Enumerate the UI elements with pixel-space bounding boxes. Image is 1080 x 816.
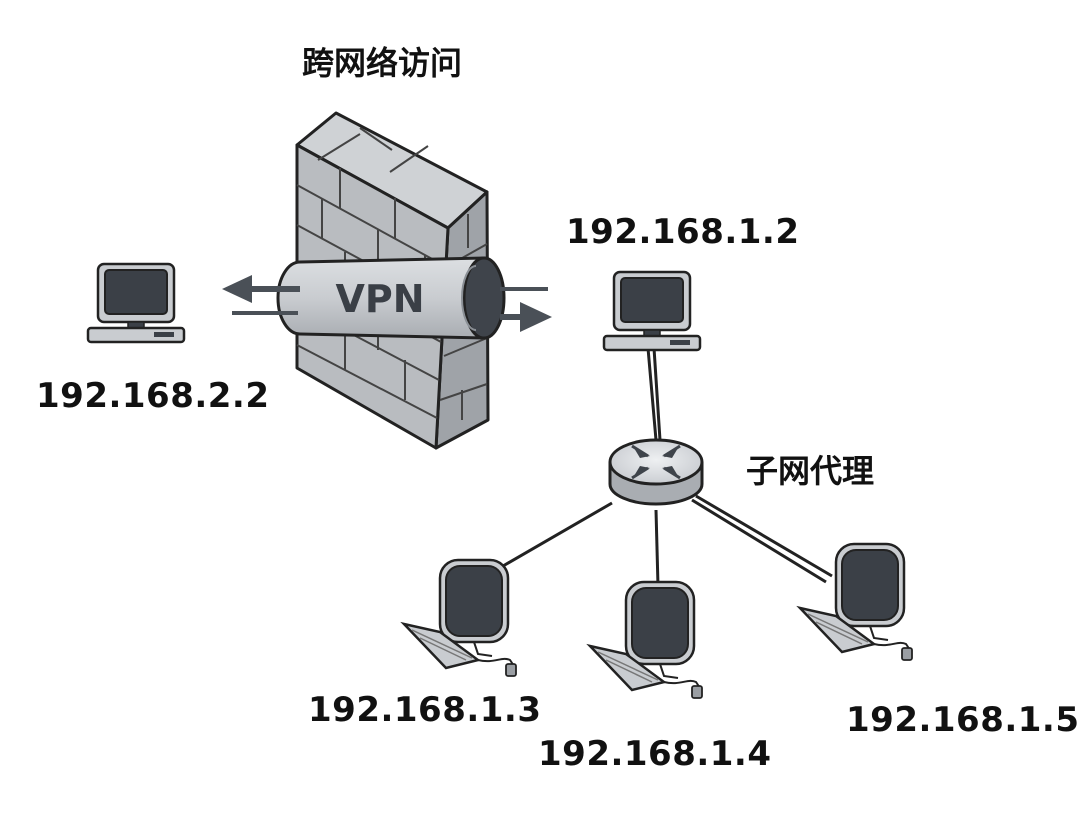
subnet-ip-label-1: 192.168.1.3 xyxy=(308,690,542,730)
connection-lines xyxy=(502,347,833,587)
diagram-title: 跨网络访问 xyxy=(302,44,463,82)
remote-ip-label: 192.168.2.2 xyxy=(36,376,270,416)
router-icon xyxy=(608,438,704,506)
gateway-host-monitor-icon xyxy=(602,270,702,352)
router-label: 子网代理 xyxy=(746,452,875,490)
remote-host-monitor-icon xyxy=(86,262,186,344)
subnet-ip-label-2: 192.168.1.4 xyxy=(538,734,772,774)
subnet-pc-icon-2 xyxy=(588,580,704,700)
vpn-label: VPN xyxy=(335,277,424,321)
subnet-pc-icon-1 xyxy=(402,558,518,678)
gateway-ip-label: 192.168.1.2 xyxy=(566,212,800,252)
link-router-pc4 xyxy=(654,509,660,587)
right-arrow-icon xyxy=(500,287,552,332)
link-gateway-router xyxy=(646,347,662,441)
link-router-pc3 xyxy=(502,501,613,568)
subnet-ip-label-3: 192.168.1.5 xyxy=(846,700,1080,740)
subnet-pc-icon-3 xyxy=(798,542,914,662)
link-router-pc5 xyxy=(691,494,833,584)
vpn-tunnel-icon xyxy=(276,256,506,340)
left-arrow-icon xyxy=(222,275,300,315)
